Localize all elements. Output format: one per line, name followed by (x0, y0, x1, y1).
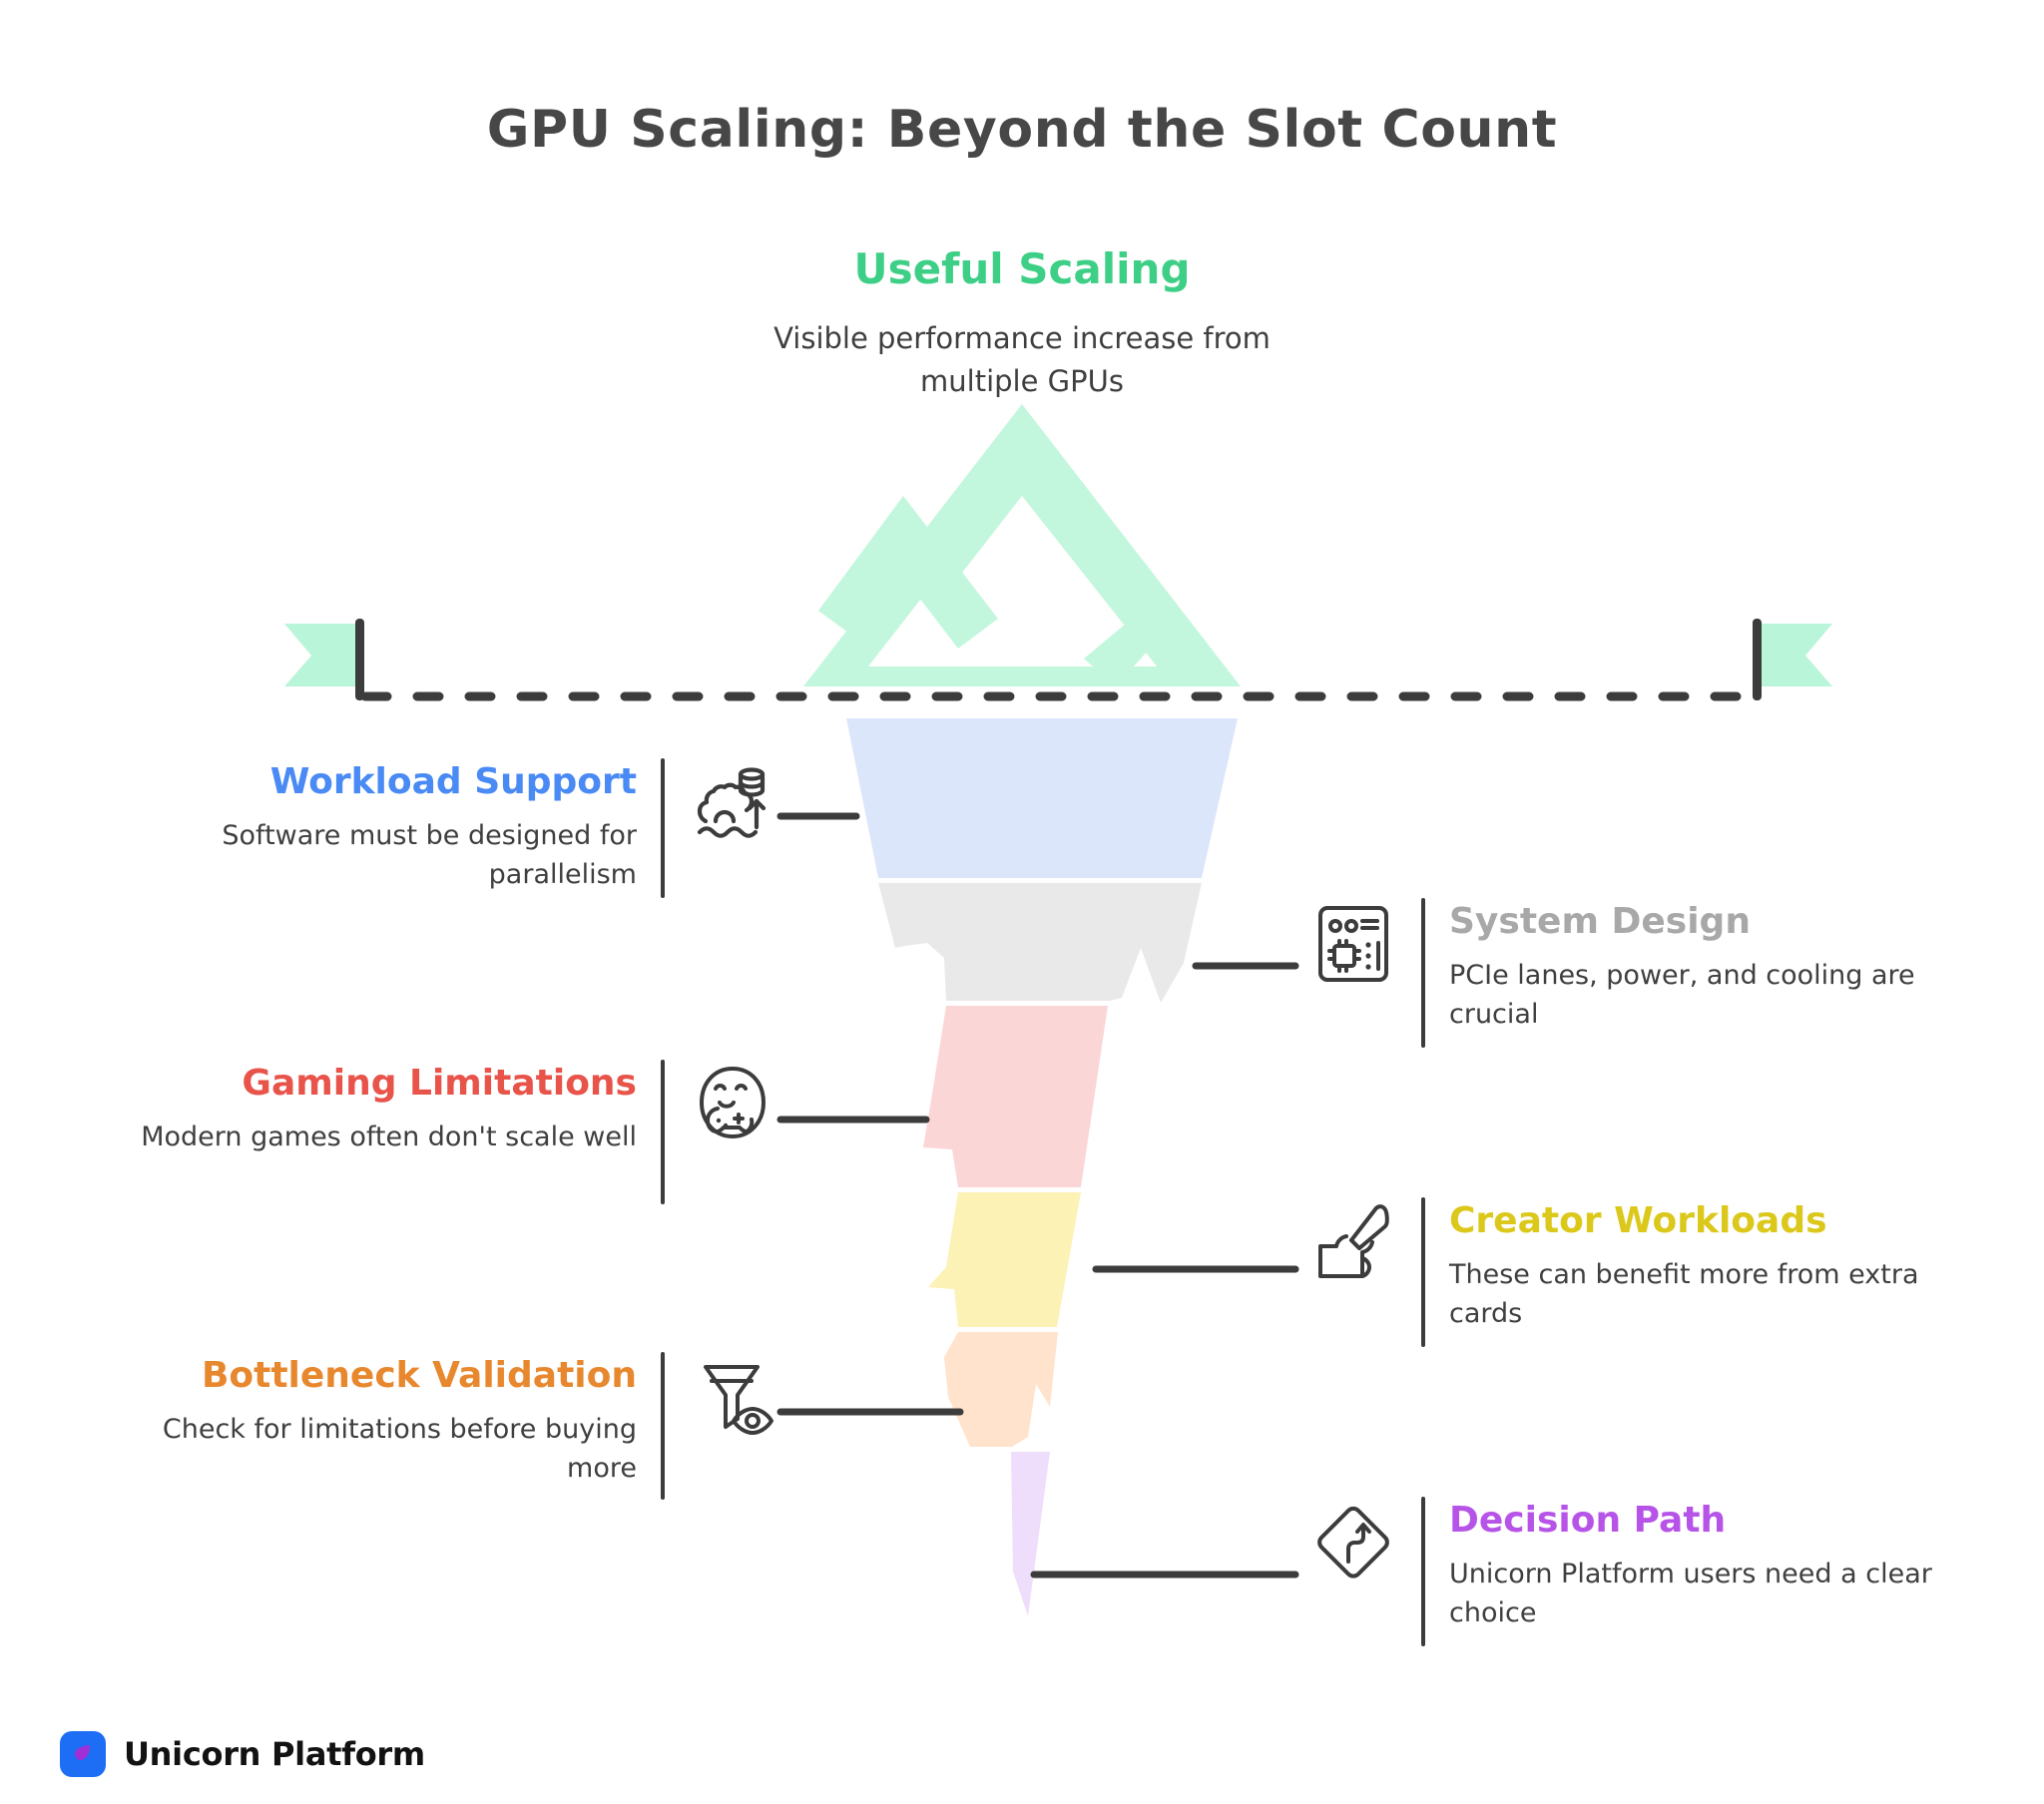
entry-title: System Design (1449, 901, 1751, 942)
funnel-segment-gaming-limitations (923, 1006, 1108, 1187)
right-flag-icon (1753, 619, 1832, 700)
entry-title: Workload Support (269, 761, 637, 802)
entry-decision-path[interactable]: Decision Path Unicorn Platform users nee… (1307, 1497, 2006, 1656)
funnel-segment-creator-workloads (928, 1192, 1081, 1327)
entry-divider (661, 1060, 665, 1204)
entry-title: Bottleneck Validation (201, 1355, 637, 1396)
entry-divider (661, 1352, 665, 1500)
entry-description: These can benefit more from extra cards (1449, 1259, 1919, 1329)
paintbrush-icon (1307, 1197, 1399, 1289)
page-title: GPU Scaling: Beyond the Slot Count (486, 100, 1558, 160)
funnel-segment-system-design (878, 883, 1202, 1003)
entry-title: Creator Workloads (1449, 1200, 1827, 1241)
road-sign-icon (1307, 1497, 1399, 1588)
entry-title: Gaming Limitations (242, 1063, 637, 1104)
entry-system-design[interactable]: System Design PCIe lanes, power, and coo… (1307, 898, 2006, 1058)
motherboard-icon (1307, 898, 1399, 990)
unicorn-platform-logo-icon (60, 1731, 106, 1777)
gamepad-face-icon (687, 1060, 778, 1151)
entry-creator-workloads[interactable]: Creator Workloads These can benefit more… (1307, 1197, 2006, 1357)
entry-divider (1421, 898, 1425, 1048)
top-description: Visible performance increase from multip… (773, 321, 1271, 398)
entry-description: Check for limitations before buying more (162, 1414, 637, 1484)
entry-description: PCIe lanes, power, and cooling are cruci… (1449, 960, 1915, 1030)
top-heading: Useful Scaling (853, 244, 1191, 293)
data-scaling-icon (687, 758, 778, 850)
brand-name: Unicorn Platform (124, 1735, 425, 1773)
entry-divider (1421, 1197, 1425, 1347)
entry-workload-support[interactable]: Workload Support Software must be design… (120, 758, 778, 908)
footer-brand[interactable]: Unicorn Platform (60, 1731, 425, 1777)
funnel-segment-decision-path (1011, 1452, 1050, 1616)
leader-lines (776, 812, 1299, 1578)
entry-description: Unicorn Platform users need a clear choi… (1449, 1559, 1932, 1628)
funnel-segment-bottleneck-validation (944, 1332, 1058, 1447)
entry-title: Decision Path (1449, 1500, 1727, 1541)
mountain-icon (803, 404, 1241, 686)
funnel-eye-icon (687, 1352, 778, 1444)
entry-description: Software must be designed for parallelis… (222, 820, 637, 890)
entry-description: Modern games often don't scale well (141, 1122, 637, 1152)
entry-bottleneck-validation[interactable]: Bottleneck Validation Check for limitati… (100, 1352, 778, 1507)
entry-divider (661, 758, 665, 898)
funnel-segment-workload-support (846, 718, 1238, 878)
entry-divider (1421, 1497, 1425, 1646)
left-flag-icon (284, 619, 364, 700)
entry-gaming-limitations[interactable]: Gaming Limitations Modern games often do… (100, 1060, 778, 1209)
